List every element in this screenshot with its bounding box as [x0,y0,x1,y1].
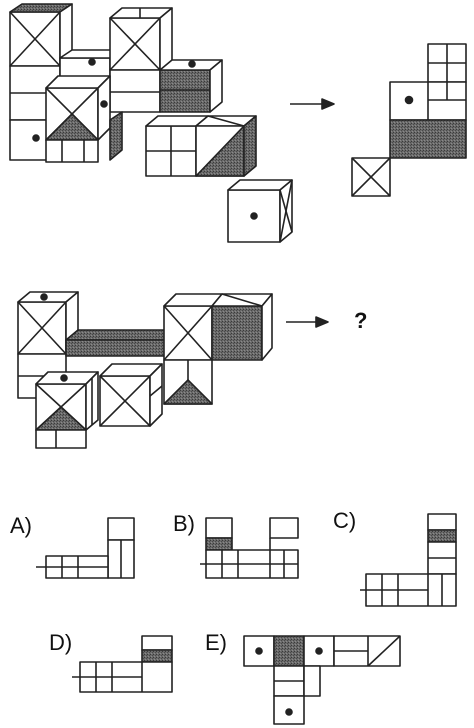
example-projection [351,43,467,197]
option-e-label[interactable]: E) [205,630,227,655]
option-e-net[interactable] [243,635,401,725]
option-c-net[interactable] [360,513,457,607]
option-b-net[interactable] [200,517,299,579]
option-d-label[interactable]: D) [49,630,73,655]
option-c-label[interactable]: C) [333,508,357,533]
option-b-label[interactable]: B) [173,511,195,536]
example-arrow [290,98,335,110]
option-a-label[interactable]: A) [10,513,32,538]
option-d-net[interactable] [72,635,173,693]
option-a-net[interactable] [36,517,135,579]
question-3d-structure [17,291,273,449]
question-mark: ? [354,308,368,333]
example-3d-structure [9,3,293,243]
question-arrow [286,316,329,328]
